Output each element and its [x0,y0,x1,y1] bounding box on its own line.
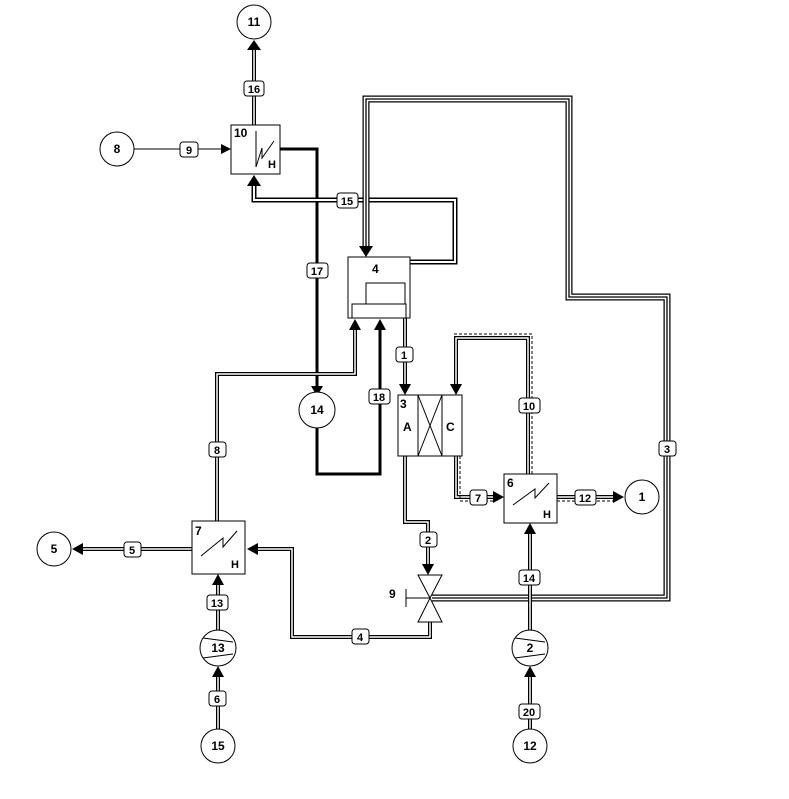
separator-4[interactable]: 4 [347,256,411,319]
stream-17-line [280,147,323,396]
svg-text:7: 7 [475,493,481,505]
stream-label-16: 16 [243,80,265,97]
svg-text:10: 10 [523,401,535,413]
stream-3-line [359,95,671,602]
node-1-label: 1 [639,490,646,504]
svg-text:20: 20 [523,707,535,719]
node-15[interactable]: 15 [200,728,236,764]
unit-3-side-c: C [446,420,455,434]
pump-13-label: 13 [211,641,225,655]
svg-text:15: 15 [341,196,353,208]
node-8[interactable]: 8 [99,131,135,167]
svg-text:5: 5 [129,545,135,557]
stream-label-15: 15 [336,192,359,209]
heat-exchanger-7[interactable]: 7 H [191,520,246,575]
stream-label-18: 18 [368,388,391,405]
node-14[interactable]: 14 [298,391,336,429]
svg-text:2: 2 [425,535,431,547]
column-3[interactable]: 3 A C [397,394,463,457]
unit-10-side-label: H [268,159,276,171]
node-5-label: 5 [51,542,58,556]
unit-3-side-a: A [403,420,412,434]
unit-3-label: 3 [400,397,407,411]
svg-text:17: 17 [311,266,323,278]
stream-label-13: 13 [206,594,229,611]
stream-label-5: 5 [123,541,142,558]
pump-13[interactable]: 13 [199,629,237,667]
stream-label-3: 3 [658,440,677,457]
svg-text:1: 1 [401,350,407,362]
node-1[interactable]: 1 [624,479,660,515]
svg-text:18: 18 [373,392,385,404]
node-15-label: 15 [211,739,225,753]
unit-7-side-label: H [231,559,239,571]
stream-label-6: 6 [208,690,227,707]
stream-label-17: 17 [306,262,329,279]
stream-8-line [215,319,361,521]
svg-text:14: 14 [523,573,536,585]
node-11[interactable]: 11 [236,4,272,40]
node-8-label: 8 [114,142,121,156]
svg-text:3: 3 [664,444,670,456]
heat-exchanger-10[interactable]: 10 H [230,124,281,175]
unit-6-side-label: H [543,509,551,521]
stream-9-line [134,144,231,154]
stream-2-line [403,456,434,575]
stream-15-line [247,175,458,265]
svg-text:8: 8 [214,445,220,457]
stream-label-10: 10 [518,397,541,414]
svg-text:6: 6 [214,694,220,706]
node-12[interactable]: 12 [512,728,548,764]
stream-label-1: 1 [395,346,414,363]
stream-4-line [247,543,432,639]
unit-10-label: 10 [234,126,248,140]
heat-exchanger-6[interactable]: 6 H [503,473,558,524]
svg-text:12: 12 [579,493,591,505]
stream-label-8: 8 [208,441,227,458]
stream-label-14: 14 [518,569,541,586]
pump-2-label: 2 [527,641,534,655]
node-12-label: 12 [523,739,537,753]
stream-label-4: 4 [351,628,370,645]
valve-9[interactable]: 9 [389,574,443,623]
unit-7-label: 7 [195,524,202,538]
svg-text:9: 9 [186,145,192,157]
svg-text:13: 13 [211,598,223,610]
svg-text:16: 16 [248,84,260,96]
svg-text:4: 4 [357,632,364,644]
node-5[interactable]: 5 [36,531,72,567]
node-14-label: 14 [310,403,324,417]
stream-label-20: 20 [518,703,541,720]
unit-6-label: 6 [507,476,514,490]
stream-label-2: 2 [419,531,438,548]
stream-label-7: 7 [469,489,488,506]
pump-2[interactable]: 2 [511,629,549,667]
unit-4-label: 4 [372,262,379,276]
stream-label-9: 9 [179,141,199,158]
valve-9-label: 9 [389,587,396,601]
stream-label-12: 12 [574,489,597,506]
node-11-label: 11 [248,15,261,29]
stream-20-line [524,666,536,729]
